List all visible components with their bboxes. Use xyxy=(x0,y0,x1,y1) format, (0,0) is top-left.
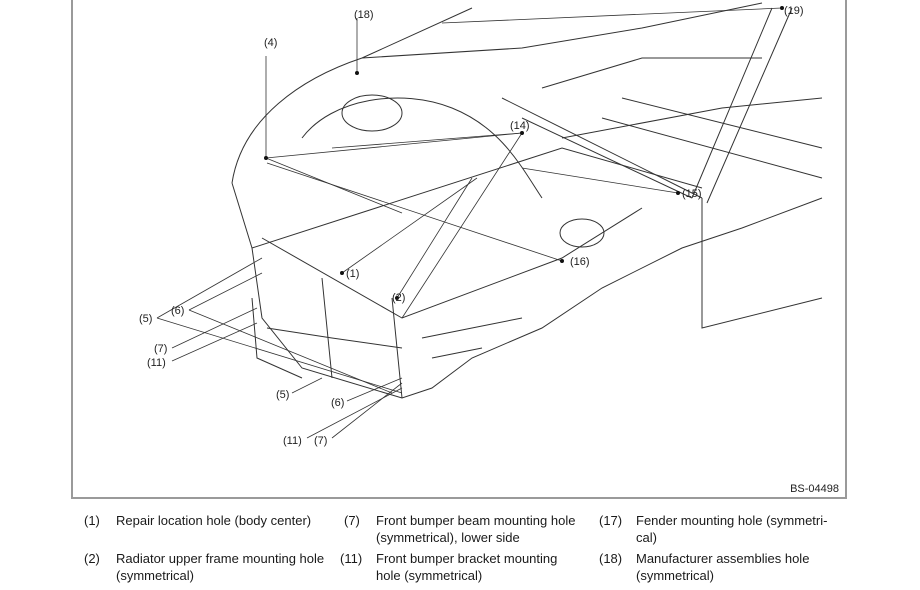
legend-text: Fender mounting hole (symmetri-cal) xyxy=(636,513,828,545)
callout-11-lower: (11) xyxy=(283,435,302,447)
callout-6: (6) xyxy=(171,305,184,317)
legend-number: (11) xyxy=(340,551,363,566)
callout-2: (2) xyxy=(392,292,405,304)
callout-5: (5) xyxy=(139,313,152,325)
callout-1: (1) xyxy=(346,268,359,280)
callout-7-lower: (7) xyxy=(314,435,327,447)
legend-text: Radiator upper frame mounting hole (symm… xyxy=(116,551,325,583)
legend-number: (2) xyxy=(84,551,100,566)
callout-4: (4) xyxy=(264,37,277,49)
legend-number: (1) xyxy=(84,513,100,528)
legend-number: (18) xyxy=(599,551,623,566)
legend-text: Repair location hole (body center) xyxy=(116,513,312,528)
legend-number: (17) xyxy=(599,513,623,528)
car-body-frame-diagram: (4) (18) (19) (14) (15) (16) (1) (2) (5)… xyxy=(139,2,823,447)
callout-7: (7) xyxy=(154,343,167,355)
callout-6-lower: (6) xyxy=(331,397,344,409)
callout-14: (14) xyxy=(510,120,530,132)
callout-16: (16) xyxy=(570,256,590,268)
legend-number: (7) xyxy=(344,513,360,528)
legend-text: Front bumper beam mounting hole (symmetr… xyxy=(376,513,576,545)
callout-15: (15) xyxy=(682,188,702,200)
callout-11: (11) xyxy=(147,357,166,369)
callout-19: (19) xyxy=(784,5,804,17)
callout-18: (18) xyxy=(354,9,374,21)
legend-text: Manufacturer assemblies hole (symmetrica… xyxy=(636,551,810,583)
callout-5-lower: (5) xyxy=(276,389,289,401)
figure-id: BS-04498 xyxy=(790,483,839,495)
diagram-frame: (4) (18) (19) (14) (15) (16) (1) (2) (5)… xyxy=(71,0,847,499)
legend-text: Front bumper bracket mounting hole (symm… xyxy=(376,551,558,583)
